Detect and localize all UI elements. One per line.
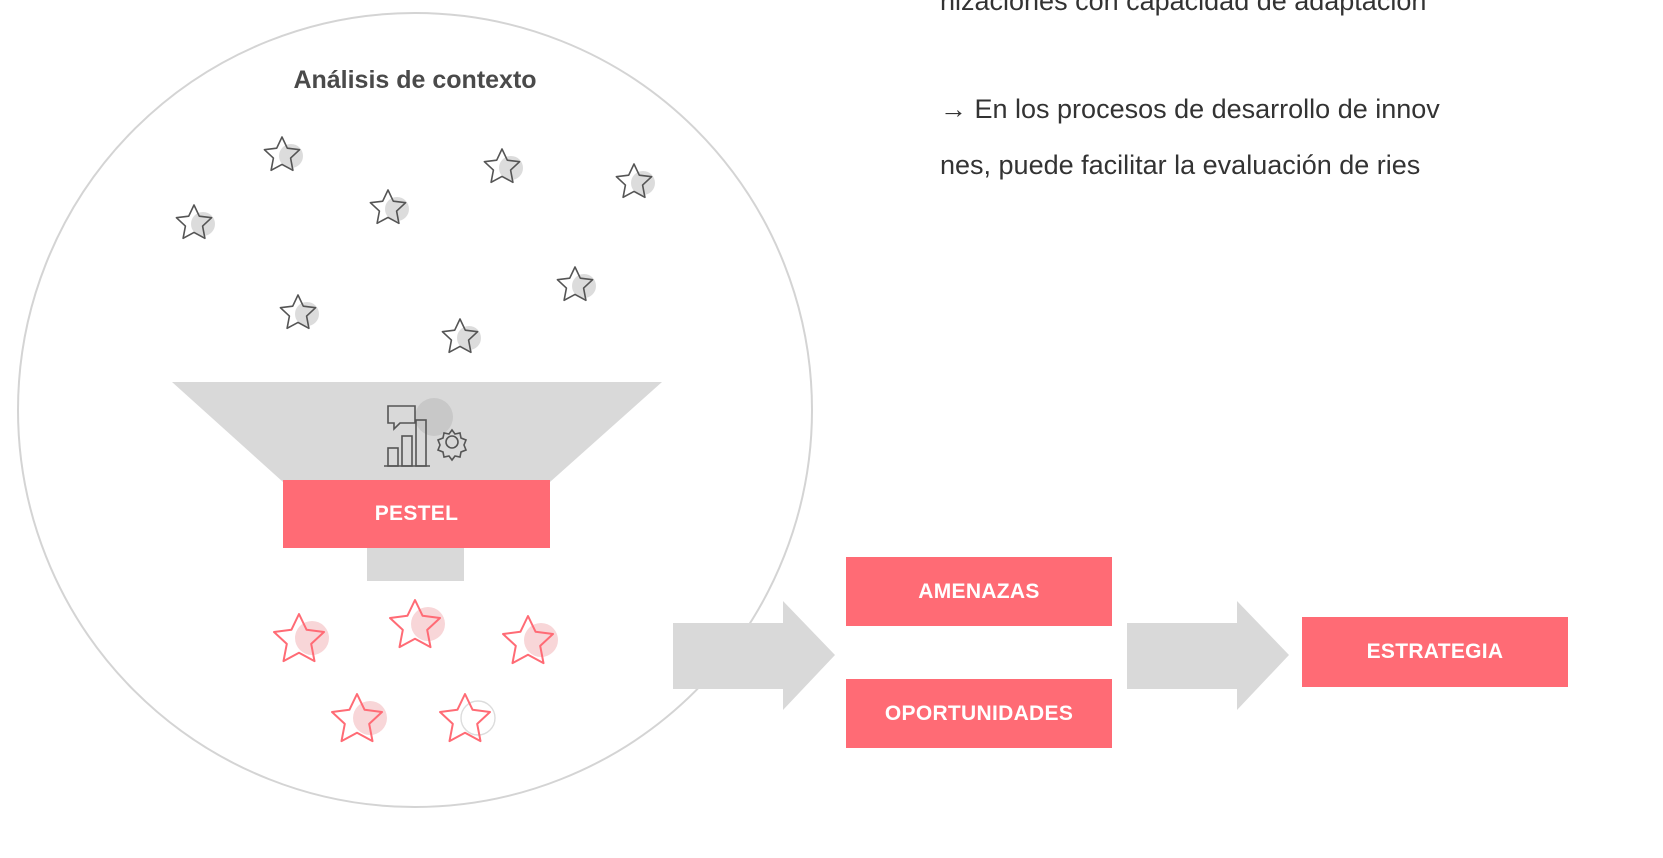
text-line-2: → En los procesos de desarrollo de innov: [940, 94, 1440, 124]
star-outline-icon: [615, 163, 655, 199]
arrow-right-icon: [673, 601, 835, 710]
pestel-label: PESTEL: [283, 480, 550, 548]
star-outline-icon: [369, 189, 409, 225]
star-highlight-icon: [273, 613, 329, 663]
context-circle: [17, 12, 813, 808]
text-line-3: nes, puede facilitar la evaluación de ri…: [940, 150, 1421, 180]
star-outline-icon: [441, 318, 481, 354]
text-line-1: nizaciones con capacidad de adaptación: [940, 0, 1427, 16]
star-highlight-icon: [389, 599, 445, 649]
star-highlight-icon: [439, 693, 496, 743]
diagram-title: Análisis de contexto: [293, 66, 537, 94]
chart-gear-icon: [384, 398, 468, 467]
star-highlight-icon: [502, 615, 558, 665]
star-outline-icon: [175, 204, 215, 240]
star-outline-icon: [483, 148, 523, 184]
star-highlight-icon: [331, 693, 387, 743]
star-outline-icon: [263, 136, 303, 172]
oportunidades-label: OPORTUNIDADES: [846, 679, 1112, 748]
star-outline-icon: [556, 266, 596, 302]
star-outline-icon: [279, 294, 319, 330]
arrow-right-icon: [1127, 601, 1289, 710]
estrategia-label: ESTRATEGIA: [1302, 617, 1568, 687]
amenazas-label: AMENAZAS: [846, 557, 1112, 626]
